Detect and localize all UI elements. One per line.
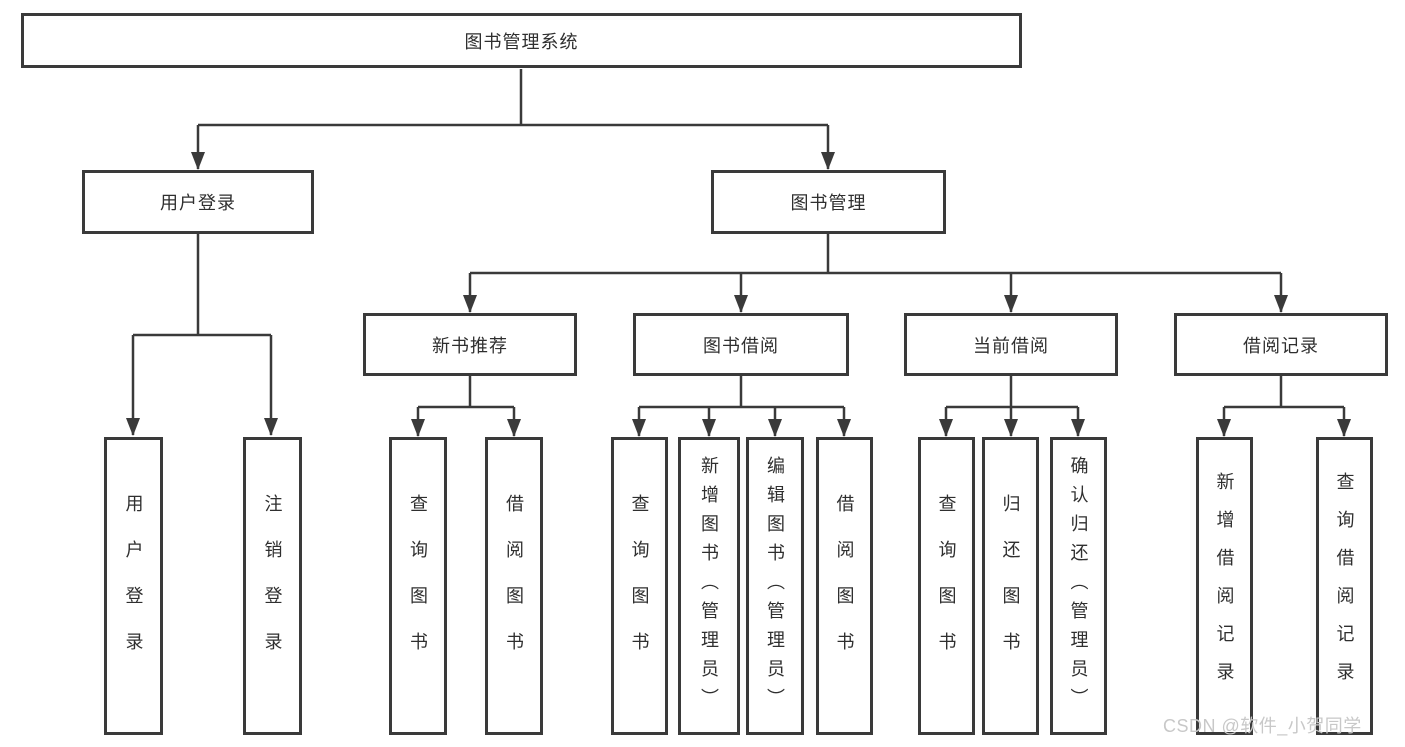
leaf-user-login: 用户登录 [104, 437, 163, 735]
node-borrow-records: 借阅记录 [1174, 313, 1388, 376]
leaf-borrow-add-books-admin-label: 新增图书（管理员） [699, 455, 719, 717]
leaf-current-confirm-return-admin-label: 确认归还（管理员） [1068, 455, 1089, 717]
node-current-borrow-label: 当前借阅 [973, 335, 1049, 356]
node-current-borrow: 当前借阅 [904, 313, 1118, 376]
leaf-borrow-query-books: 查询图书 [611, 437, 668, 735]
node-book-borrow-label: 图书借阅 [703, 335, 779, 356]
leaf-current-confirm-return-admin: 确认归还（管理员） [1050, 437, 1107, 735]
leaf-recommend-borrow-books-label: 借阅图书 [504, 494, 524, 678]
leaf-current-query-books: 查询图书 [918, 437, 975, 735]
leaf-current-return-books-label: 归还图书 [1000, 494, 1021, 678]
node-book-management-label: 图书管理 [790, 193, 867, 213]
leaf-records-add-record-label: 新增借阅记录 [1214, 472, 1235, 700]
leaf-borrow-borrow-books-label: 借阅图书 [834, 494, 855, 678]
leaf-logout-label: 注销登录 [262, 494, 283, 678]
leaf-borrow-query-books-label: 查询图书 [629, 494, 650, 678]
leaf-logout: 注销登录 [243, 437, 302, 735]
leaf-borrow-add-books-admin: 新增图书（管理员） [678, 437, 740, 735]
watermark-text: CSDN @软件_小贺同学 [1163, 716, 1362, 736]
leaf-current-return-books: 归还图书 [982, 437, 1039, 735]
node-new-book-recommend: 新书推荐 [363, 313, 577, 376]
leaf-records-query-record-label: 查询借阅记录 [1334, 472, 1355, 700]
node-user-login: 用户登录 [82, 170, 314, 234]
node-user-login-label: 用户登录 [160, 193, 236, 213]
node-book-management: 图书管理 [711, 170, 946, 234]
leaf-records-add-record: 新增借阅记录 [1196, 437, 1253, 735]
leaf-recommend-borrow-books: 借阅图书 [485, 437, 543, 735]
node-root: 图书管理系统 [21, 13, 1022, 68]
node-book-borrow: 图书借阅 [633, 313, 849, 376]
leaf-records-query-record: 查询借阅记录 [1316, 437, 1373, 735]
leaf-current-query-books-label: 查询图书 [936, 494, 957, 678]
leaf-borrow-edit-books-admin-label: 编辑图书（管理员） [765, 455, 785, 717]
leaf-recommend-query-books-label: 查询图书 [408, 494, 428, 678]
leaf-user-login-label: 用户登录 [123, 494, 144, 678]
node-new-book-recommend-label: 新书推荐 [432, 335, 508, 356]
leaf-recommend-query-books: 查询图书 [389, 437, 447, 735]
leaf-borrow-edit-books-admin: 编辑图书（管理员） [746, 437, 804, 735]
leaf-borrow-borrow-books: 借阅图书 [816, 437, 873, 735]
node-root-label: 图书管理系统 [464, 31, 579, 52]
node-borrow-records-label: 借阅记录 [1243, 335, 1319, 356]
